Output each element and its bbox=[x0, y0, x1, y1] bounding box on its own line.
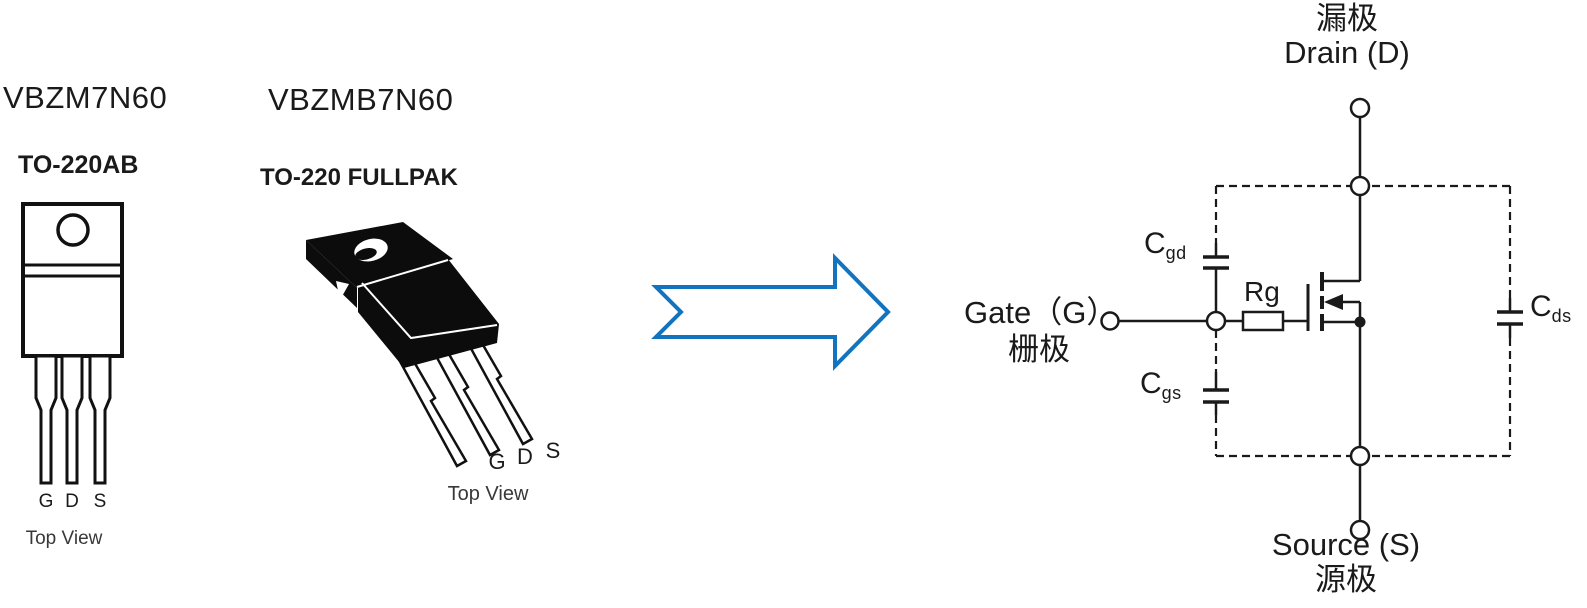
source-terminal bbox=[1349, 519, 1371, 541]
fullpak-body bbox=[358, 259, 499, 368]
package-type-to220ab: TO-220AB bbox=[18, 151, 139, 179]
drain-terminal bbox=[1349, 97, 1371, 119]
cgs-label-sub: gs bbox=[1161, 383, 1182, 403]
gate-label-en: Gate（G） bbox=[964, 295, 1118, 330]
cgs-label-main: C bbox=[1140, 367, 1162, 400]
drain-node bbox=[1349, 175, 1371, 197]
fullpak-hole-shadow bbox=[355, 248, 377, 260]
cgd-label: Cgd bbox=[1144, 227, 1187, 263]
rg-resistor bbox=[1241, 310, 1285, 332]
to220ab-mounting-hole bbox=[56, 213, 90, 247]
cds-label-main: C bbox=[1530, 290, 1552, 323]
capacitor-plates bbox=[1203, 255, 1523, 404]
cds-capacitor bbox=[1497, 310, 1523, 326]
transition-arrow-icon bbox=[651, 253, 891, 371]
to220ab-pin-label-s: S bbox=[93, 491, 107, 512]
to220ab-leg-source bbox=[88, 354, 112, 485]
to220ab-leg-gate bbox=[34, 354, 58, 485]
to220ab-view-label: Top View bbox=[25, 528, 103, 549]
to220ab-leg-drain bbox=[60, 354, 84, 485]
drain-label-en: Drain (D) bbox=[1284, 35, 1410, 70]
circuit-nodes bbox=[1100, 97, 1371, 541]
fullpak-pin-label-s: S bbox=[545, 438, 561, 463]
to220ab-pin-label-d: D bbox=[65, 491, 79, 512]
gate-node bbox=[1205, 310, 1227, 332]
capacitor-leads bbox=[1214, 243, 1512, 415]
source-body-junction-dot bbox=[1354, 316, 1366, 328]
source-node bbox=[1349, 445, 1371, 467]
to220ab-drawing bbox=[21, 202, 124, 485]
circuit-wires bbox=[1119, 117, 1362, 521]
fullpak-notch bbox=[336, 281, 349, 300]
cgd-label-sub: gd bbox=[1165, 243, 1187, 263]
drain-label-cn: 漏极 bbox=[1316, 1, 1378, 36]
mosfet-body-arrow-icon bbox=[1324, 294, 1343, 310]
mosfet-symbol bbox=[1306, 272, 1366, 331]
part-number-fullpak: VBZMB7N60 bbox=[268, 82, 454, 117]
source-label-en: Source (S) bbox=[1271, 527, 1421, 562]
cgd-label-main: C bbox=[1144, 227, 1166, 260]
to220ab-pin-label-g: G bbox=[38, 491, 54, 512]
fullpak-pin-label-d: D bbox=[517, 444, 533, 469]
package-type-fullpak: TO-220 FULLPAK bbox=[260, 164, 458, 191]
fullpak-drawing bbox=[306, 222, 534, 468]
cgs-capacitor bbox=[1203, 388, 1229, 404]
source-label-cn: 源极 bbox=[1315, 562, 1377, 597]
part-number-to220ab: VBZM7N60 bbox=[3, 80, 168, 115]
fullpak-ridge-edge bbox=[356, 259, 449, 288]
fullpak-view-label: Top View bbox=[447, 483, 529, 505]
cds-label-sub: ds bbox=[1551, 306, 1572, 326]
mosfet-circuit bbox=[1100, 97, 1523, 541]
fullpak-pin-label-g: G bbox=[488, 449, 506, 474]
cgs-label: Cgs bbox=[1140, 367, 1182, 403]
cgd-capacitor bbox=[1203, 255, 1229, 270]
rg-resistor-label: Rg bbox=[1244, 276, 1280, 307]
gate-label-cn: 栅极 bbox=[1008, 332, 1070, 367]
fullpak-face-edge bbox=[361, 282, 498, 340]
cds-label: Cds bbox=[1530, 290, 1572, 326]
gate-terminal bbox=[1100, 311, 1120, 331]
